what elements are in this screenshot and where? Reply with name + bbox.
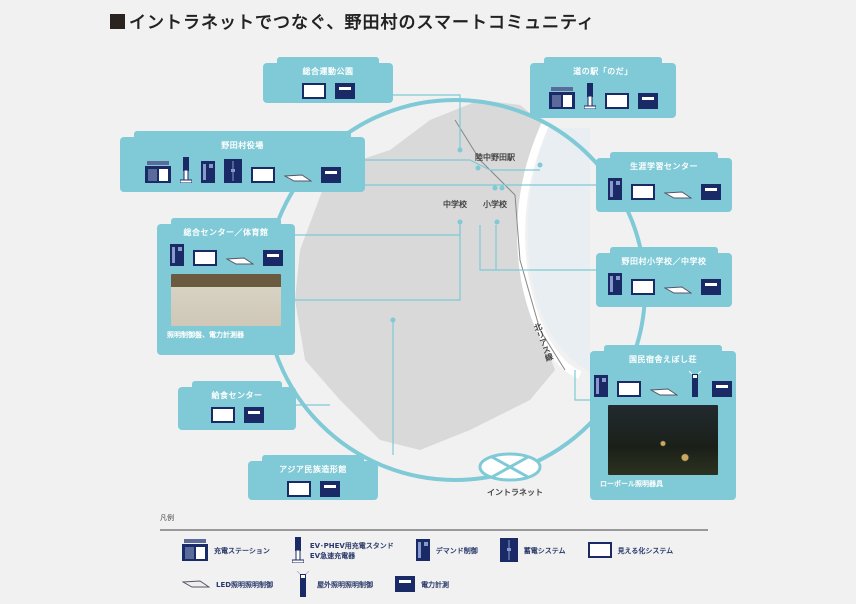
led-icon xyxy=(181,579,216,591)
intranet-label: イントラネット xyxy=(487,488,543,497)
junior-high-label: 中学校 xyxy=(443,200,467,209)
display-icon xyxy=(250,167,275,183)
demand-icon xyxy=(200,161,215,183)
display-icon xyxy=(301,83,326,99)
display-icon xyxy=(604,93,629,109)
facility-name: 道の駅「のだ」 xyxy=(573,67,633,76)
meter-icon xyxy=(319,481,340,497)
facility-name: 給食センター xyxy=(211,391,263,400)
photo-caption: ローポール照明器具 xyxy=(600,480,663,488)
facility-name: 野田村小学校／中学校 xyxy=(621,257,707,266)
station-icon xyxy=(182,539,214,563)
facility-name: 総合運動公園 xyxy=(302,67,354,76)
meter-icon xyxy=(700,184,721,200)
facility-box: 国民宿舎えぼし荘ローポール照明器具 xyxy=(590,345,736,500)
meter-icon xyxy=(637,93,658,109)
demand-icon xyxy=(594,375,608,397)
display-icon xyxy=(630,184,655,200)
meter-icon xyxy=(712,381,732,397)
railway-line xyxy=(454,119,566,371)
legend: 凡例 充電ステーション EV･PHEV用充電スタンド EV急速充電器 デマンド制御 蓄電… xyxy=(160,513,708,599)
demand-icon xyxy=(607,178,622,200)
ev-stand-icon xyxy=(583,83,596,109)
legend-label: 見える化システム xyxy=(617,547,674,555)
station-icon xyxy=(144,161,171,183)
led-icon xyxy=(663,285,692,295)
station-label: 陸中野田駅 xyxy=(475,153,515,162)
display-icon xyxy=(286,481,311,497)
meter-icon xyxy=(262,250,283,266)
display-icon xyxy=(617,381,641,397)
legend-item: EV･PHEV用充電スタンド EV急速充電器 xyxy=(291,537,394,565)
legend-item: デマンド制御 xyxy=(415,539,478,563)
meter-icon xyxy=(334,83,355,99)
display-icon xyxy=(210,407,235,423)
display-icon xyxy=(192,250,217,266)
facility-name: アジア民族造形館 xyxy=(279,465,347,474)
legend-item: 電力計測 xyxy=(395,576,449,594)
legend-item: 蓄電システム xyxy=(499,538,566,564)
facility-box: 生涯学習センター xyxy=(596,152,732,212)
display-icon xyxy=(587,542,618,560)
facility-box: 総合センター／体育館照明制御盤、電力計測器 xyxy=(157,218,295,355)
ev-stand-icon xyxy=(179,157,192,183)
facility-box: 野田村小学校／中学校 xyxy=(596,247,732,307)
facility-photo xyxy=(608,405,718,475)
legend-label: 屋外照明照明制御 xyxy=(317,581,374,589)
led-icon xyxy=(283,173,312,183)
outdoor-icon xyxy=(295,570,317,599)
legend-item: LED照明照明制御 xyxy=(181,579,274,591)
facility-box: 道の駅「のだ」 xyxy=(530,57,676,118)
facility-name: 生涯学習センター xyxy=(630,162,698,171)
legend-label: EV･PHEV用充電スタンド xyxy=(309,542,394,550)
intranet-icon xyxy=(478,452,542,482)
facility-name: 野田村役場 xyxy=(221,141,264,150)
storage-icon xyxy=(499,538,524,564)
meter-icon xyxy=(395,576,421,594)
legend-label: デマンド制御 xyxy=(435,547,478,555)
legend-item: 充電ステーション xyxy=(182,539,270,563)
page-title: イントラネットでつなぐ、野田村のスマートコミュニティ xyxy=(110,8,595,33)
facility-box: 総合運動公園 xyxy=(263,57,393,103)
facility-box: 野田村役場 xyxy=(120,131,365,192)
meter-icon xyxy=(700,279,721,295)
facility-box: 給食センター xyxy=(178,381,296,430)
legend-label-2: EV急速充電器 xyxy=(309,552,356,560)
display-icon xyxy=(630,279,655,295)
sea xyxy=(527,128,590,372)
legend-title: 凡例 xyxy=(160,514,174,522)
legend-label: 電力計測 xyxy=(421,581,450,589)
station-icon xyxy=(548,87,575,109)
demand-icon xyxy=(169,244,184,266)
meter-icon xyxy=(243,407,264,423)
facility-photo xyxy=(171,274,281,326)
meter-icon xyxy=(320,167,341,183)
ev-stand-icon xyxy=(291,537,310,565)
elementary-label: 小学校 xyxy=(483,200,507,209)
led-icon xyxy=(650,387,678,397)
storage-icon xyxy=(223,159,242,183)
led-icon xyxy=(663,190,692,200)
legend-label: 蓄電システム xyxy=(523,547,566,555)
legend-item: 屋外照明照明制御 xyxy=(295,570,374,599)
legend-label: LED照明照明制御 xyxy=(216,581,274,589)
legend-label: 充電ステーション xyxy=(214,547,270,555)
photo-caption: 照明制御盤、電力計測器 xyxy=(167,331,244,339)
legend-item: 見える化システム xyxy=(587,542,674,560)
outdoor-icon xyxy=(687,371,703,397)
demand-icon xyxy=(607,273,622,295)
facility-name: 国民宿舎えぼし荘 xyxy=(629,355,697,364)
led-icon xyxy=(225,256,254,266)
facility-name: 総合センター／体育館 xyxy=(183,228,269,237)
facility-box: アジア民族造形館 xyxy=(248,455,378,500)
demand-icon xyxy=(415,539,436,563)
